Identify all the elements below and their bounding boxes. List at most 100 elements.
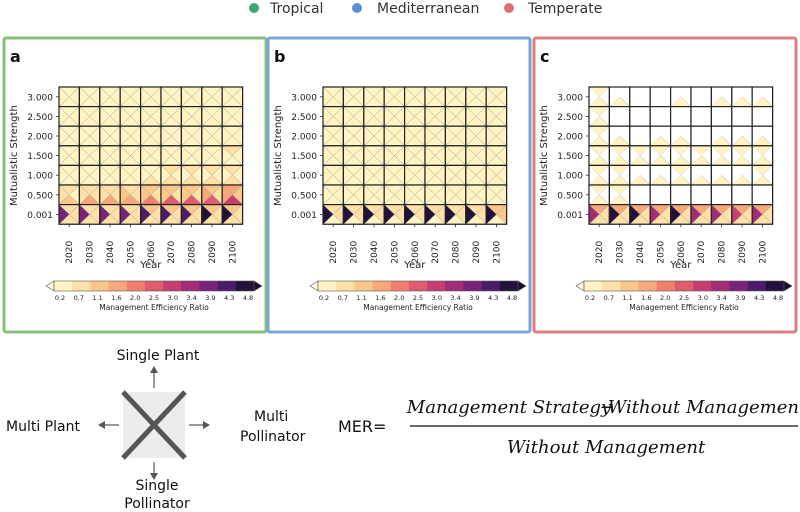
colorbar-seg-b-8 xyxy=(463,281,482,291)
colorbar-seg-c-2 xyxy=(620,281,639,291)
cell-c-r1-c2-top xyxy=(629,106,651,117)
cell-c-r5-c5-top xyxy=(691,185,712,195)
cell-c-r0-c6-left xyxy=(711,87,722,107)
cell-c-r0-c0-right xyxy=(599,87,610,107)
cell-c-r5-c6-top xyxy=(711,185,732,195)
ytick-label-c-2: 2.000 xyxy=(557,133,583,143)
cell-c-r4-c4-left xyxy=(670,165,681,185)
xtick-label-a-6: 2080 xyxy=(188,240,198,263)
xtick-label-c-3: 2050 xyxy=(656,240,666,263)
cell-c-r3-c4-right xyxy=(680,145,691,166)
cell-c-r0-c7-left xyxy=(731,87,742,107)
cell-c-r5-c4-right xyxy=(680,185,691,205)
panel-b: b3.0002.5002.0001.5001.0000.5000.0012020… xyxy=(266,36,532,334)
colorbar-tick-a-7: 3.4 xyxy=(186,294,196,302)
colorbar-tick-a-10: 4.8 xyxy=(243,294,253,302)
colorbar-tick-c-7: 3.4 xyxy=(716,294,726,302)
cell-c-r0-c3-right xyxy=(660,87,671,107)
xtick-label-a-2: 2040 xyxy=(106,240,116,263)
ytick-label-b-3: 1.500 xyxy=(291,152,317,162)
panel-c: c3.0002.5002.0001.5001.0000.5000.0012020… xyxy=(532,36,798,334)
colorbar-seg-b-4 xyxy=(390,281,410,291)
cell-c-r1-c8-right xyxy=(762,106,773,127)
ytick-label-a-6: 0.001 xyxy=(27,211,53,221)
cell-c-r0-c7-top xyxy=(731,87,753,97)
cell-c-r5-c0-right xyxy=(599,185,610,205)
colorbar-tick-b-2: 1.1 xyxy=(356,294,366,302)
cell-c-r3-c6-right xyxy=(721,145,732,166)
cell-c-r0-c5-right xyxy=(701,87,712,107)
xtick-label-b-0: 2020 xyxy=(329,240,339,263)
xtick-label-c-6: 2080 xyxy=(718,240,728,263)
ytick-label-b-4: 1.000 xyxy=(291,172,317,182)
colorbar-label-b: Management Efficiency Ratio xyxy=(363,303,473,312)
cell-c-r4-c8-right xyxy=(762,165,773,185)
cell-c-r4-c6-left xyxy=(711,165,722,185)
colorbar-seg-a-4 xyxy=(126,281,146,291)
colorbar-tick-b-10: 4.8 xyxy=(507,294,517,302)
cell-c-r5-c7-bottom xyxy=(731,194,753,205)
cell-c-r0-c8-top xyxy=(752,87,773,97)
cell-c-r3-c8-right xyxy=(762,145,773,166)
cell-c-r2-c1-left xyxy=(609,126,620,146)
key-label-top: Single Plant xyxy=(117,348,200,364)
formula-lhs: MER= xyxy=(338,417,386,436)
legend-label-mediterranean: Mediterranean xyxy=(377,1,479,17)
cell-c-r1-c8-left xyxy=(752,106,763,127)
colorbar-tick-b-4: 2.0 xyxy=(394,294,404,302)
cell-c-r1-c3-left xyxy=(650,106,661,127)
ytick-label-c-5: 0.500 xyxy=(557,191,583,201)
ytick-label-b-6: 0.001 xyxy=(291,211,317,221)
colorbar-tick-c-2: 1.1 xyxy=(622,294,632,302)
colorbar-tick-a-4: 2.0 xyxy=(130,294,140,302)
colorbar-seg-c-8 xyxy=(729,281,748,291)
ytick-label-b-1: 2.500 xyxy=(291,113,317,123)
colorbar-label-c: Management Efficiency Ratio xyxy=(629,303,739,312)
colorbar-seg-a-10 xyxy=(235,281,255,291)
cell-c-r1-c2-left xyxy=(629,106,640,127)
cell-c-r0-c6-right xyxy=(721,87,732,107)
cell-c-r2-c2-right xyxy=(640,126,651,146)
colorbar-tick-c-1: 0.7 xyxy=(604,294,614,302)
colorbar-seg-b-7 xyxy=(445,281,464,291)
colorbar-seg-c-0 xyxy=(584,281,603,291)
xtick-label-a-1: 2030 xyxy=(86,240,96,263)
colorbar-tick-a-3: 1.6 xyxy=(111,294,121,302)
colorbar-tick-b-8: 3.9 xyxy=(469,294,479,302)
cell-c-r5-c8-right xyxy=(762,185,773,205)
cell-c-r0-c2-top xyxy=(629,87,651,97)
cell-c-r3-c6-left xyxy=(711,145,722,166)
cell-c-r0-c2-left xyxy=(629,87,640,107)
cell-c-r5-c4-left xyxy=(670,185,681,205)
colorbar-tick-b-6: 3.0 xyxy=(432,294,442,302)
xtick-label-b-4: 2060 xyxy=(411,240,421,263)
cell-c-r2-c1-right xyxy=(619,126,630,146)
cell-c-r3-c2-left xyxy=(629,145,640,166)
colorbar-tick-a-1: 0.7 xyxy=(74,294,84,302)
cell-c-r5-c7-top xyxy=(731,185,753,195)
cell-c-r1-c7-right xyxy=(742,106,753,127)
cell-c-r1-c8-top xyxy=(752,106,773,117)
ytick-label-c-3: 1.500 xyxy=(557,152,583,162)
xtick-label-c-5: 2070 xyxy=(697,240,707,263)
cell-c-r5-c6-bottom xyxy=(711,194,732,205)
formula-denominator: Without Management xyxy=(507,437,706,458)
colorbar-tick-c-4: 2.0 xyxy=(660,294,670,302)
cell-c-r5-c6-right xyxy=(721,185,732,205)
cell-c-r4-c1-right xyxy=(619,165,630,185)
region-legend: Tropical Mediterranean Temperate xyxy=(249,1,602,17)
cell-c-r5-c0-left xyxy=(589,185,600,205)
cell-c-r5-c6-left xyxy=(711,185,722,205)
colorbar-frame-c xyxy=(583,280,785,292)
cell-c-r4-c8-left xyxy=(752,165,763,185)
ytick-label-a-2: 2.000 xyxy=(27,133,53,143)
cell-c-r2-c7-right xyxy=(742,126,753,146)
cell-c-r2-c7-left xyxy=(731,126,742,146)
colorbar-seg-c-7 xyxy=(711,281,730,291)
colorbar-label-a: Management Efficiency Ratio xyxy=(99,303,209,312)
colorbar-tick-c-6: 3.0 xyxy=(698,294,708,302)
ytick-label-a-5: 0.500 xyxy=(27,191,53,201)
cell-c-r4-c3-left xyxy=(650,165,661,185)
cell-c-r0-c1-top xyxy=(609,87,630,97)
colorbar-seg-c-1 xyxy=(602,281,621,291)
